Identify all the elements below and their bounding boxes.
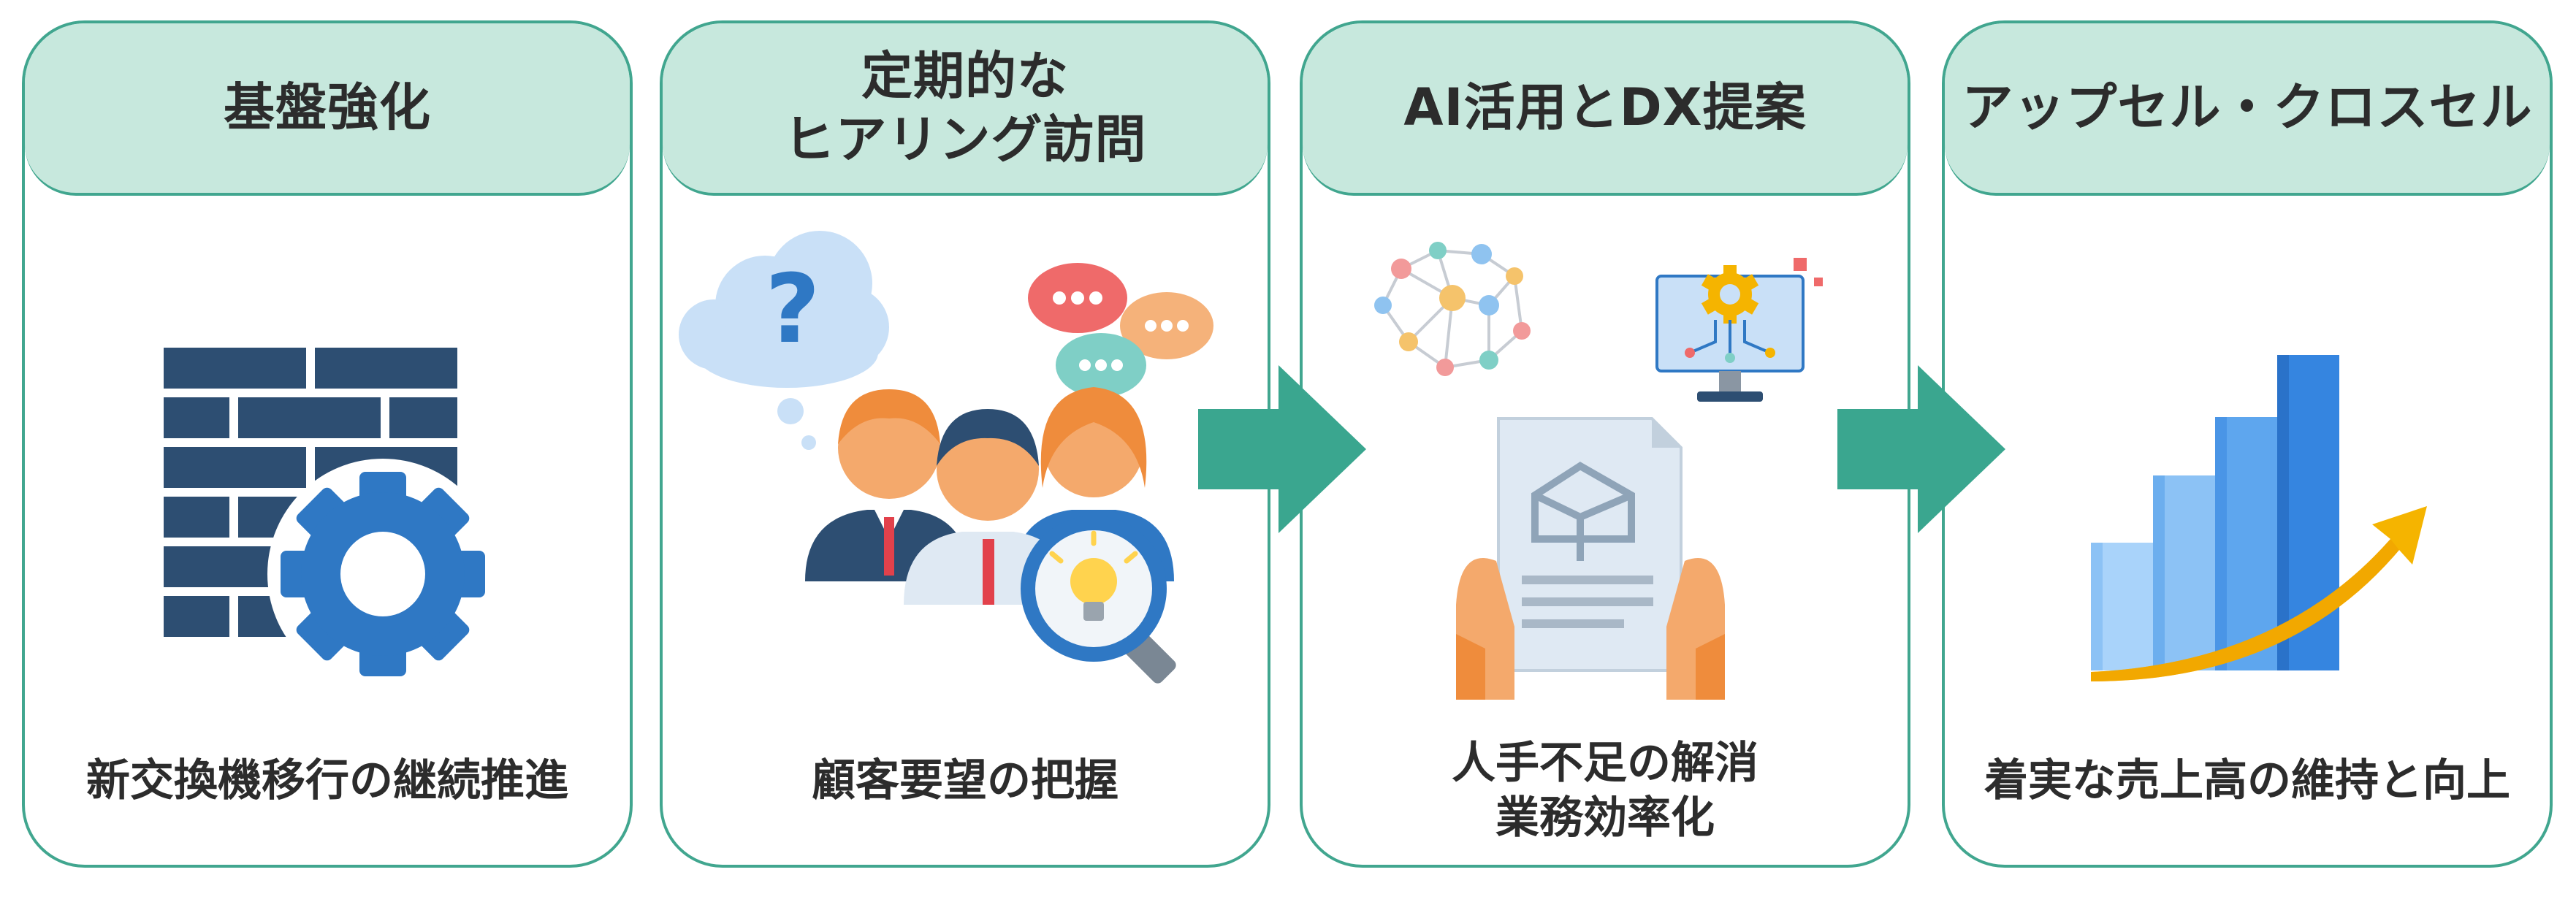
customer-interview-icon: ? bbox=[679, 231, 1213, 684]
ai-document-icon bbox=[1374, 242, 1823, 700]
person-center-icon bbox=[904, 409, 1072, 605]
step-caption-1: 新交換機移行の継続推進 bbox=[86, 755, 568, 806]
step-title-4: アップセル・クロスセル bbox=[1962, 77, 2533, 138]
step-title-2: 定期的な ヒアリング訪問 bbox=[783, 45, 1147, 170]
document-hands-icon bbox=[1456, 417, 1725, 700]
step-title-3: AI活用とDX提案 bbox=[1403, 77, 1807, 138]
step-card-2: 定期的な ヒアリング訪問 ? bbox=[660, 20, 1270, 868]
step-caption-3: 人手不足の解消 業務効率化 bbox=[1452, 738, 1758, 844]
speech-bubbles-icon bbox=[1028, 263, 1213, 397]
growth-chart-icon bbox=[2091, 355, 2427, 681]
person-left-icon bbox=[805, 389, 969, 581]
question-cloud-icon: ? bbox=[679, 231, 889, 450]
brick-wall-gear-icon bbox=[164, 348, 498, 689]
step-card-1: 基盤強化 新交換機移行の bbox=[22, 20, 633, 868]
step-header-4: アップセル・クロスセル bbox=[1945, 23, 2550, 196]
monitor-gear-icon bbox=[1655, 258, 1823, 402]
step-title-1: 基盤強化 bbox=[224, 77, 431, 138]
step-caption-2: 顧客要望の把握 bbox=[812, 755, 1119, 806]
step-card-3: AI活用とDX提案 bbox=[1300, 20, 1910, 868]
step-header-3: AI活用とDX提案 bbox=[1303, 23, 1908, 196]
step-header-1: 基盤強化 bbox=[25, 23, 630, 196]
svg-text:?: ? bbox=[765, 253, 820, 364]
step-caption-4: 着実な売上高の維持と向上 bbox=[1984, 755, 2510, 806]
arrow-right-icon bbox=[1198, 365, 1366, 533]
step-header-2: 定期的な ヒアリング訪問 bbox=[663, 23, 1268, 196]
arrow-right-icon bbox=[1837, 365, 2005, 533]
step-card-4: アップセル・クロスセル 着実な売上高の維持と向上 bbox=[1942, 20, 2553, 868]
magnifier-bulb-icon bbox=[1021, 516, 1176, 684]
